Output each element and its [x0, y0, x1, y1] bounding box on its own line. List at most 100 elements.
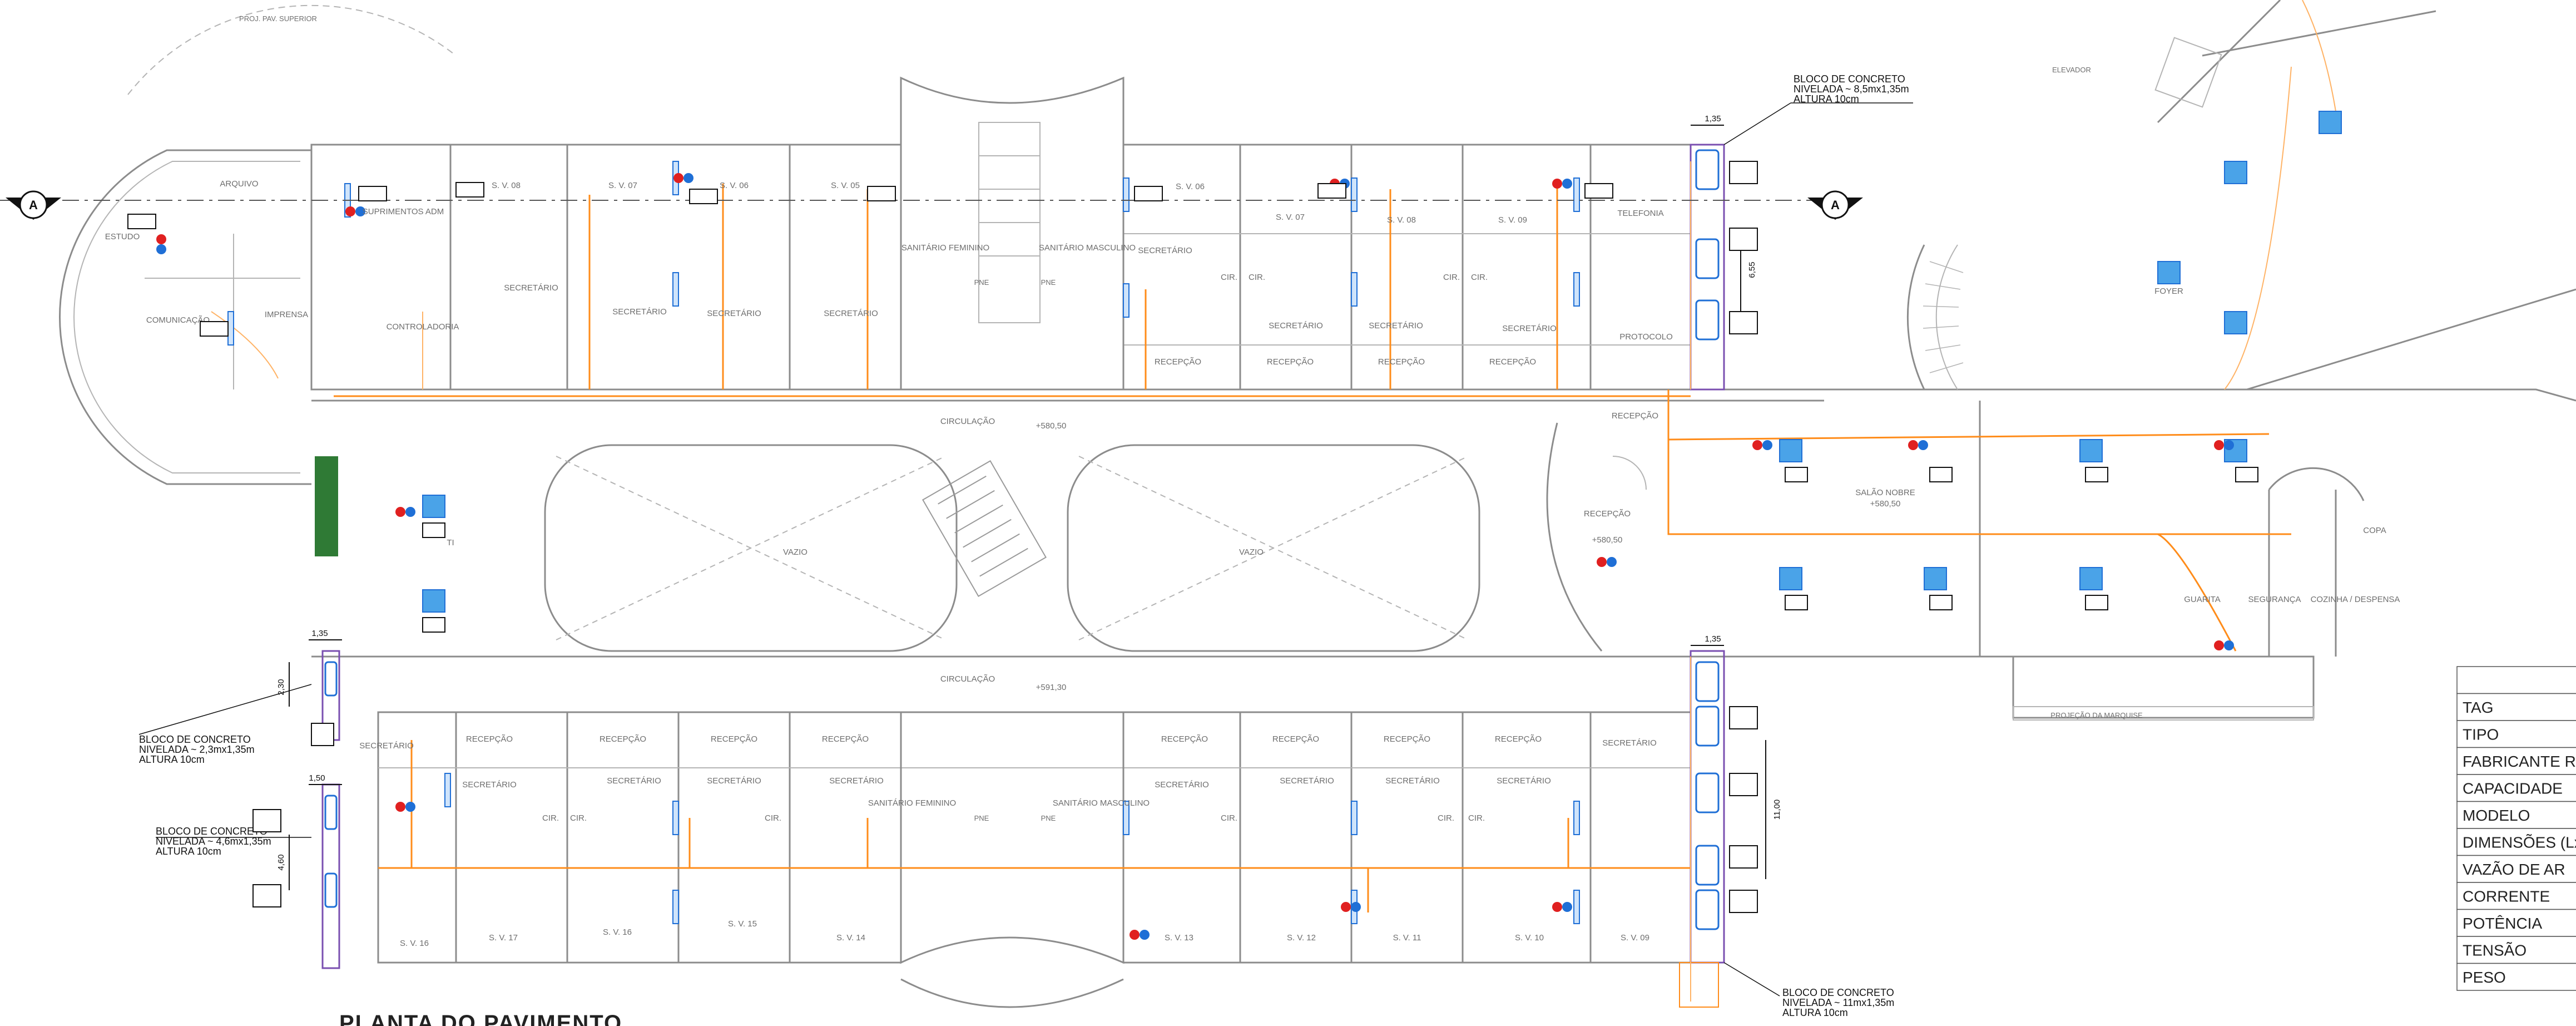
svg-text:BLOCO DE CONCRETO: BLOCO DE CONCRETO: [139, 734, 251, 745]
svg-text:A: A: [29, 198, 38, 212]
room-recepcao-10: RECEPÇÃO: [822, 734, 869, 744]
room-secretario-11: SECRETÁRIO: [607, 776, 661, 786]
room-recepcao-5: RECEPÇÃO: [1612, 411, 1658, 421]
room-sv05-top: S. V. 05: [831, 181, 860, 190]
legend-row: [2456, 693, 2576, 721]
room-suprimentos: SUPRIMENTOS ADM: [363, 207, 444, 216]
svg-text:BLOCO DE CONCRETO: BLOCO DE CONCRETO: [1794, 73, 1905, 85]
label-vazio-right: VAZIO: [1239, 547, 1264, 557]
room-secretario-6: SECRETÁRIO: [1269, 321, 1323, 331]
level-markers: +580,50 +591,30 +580,50 +580,50: [1036, 421, 1901, 692]
legend-row-label: MODELO: [2463, 807, 2530, 824]
legend-row-label: TIPO: [2463, 726, 2499, 743]
svg-text:ALTURA 10cm: ALTURA 10cm: [1782, 1007, 1848, 1018]
refrigerant-piping: [211, 0, 2336, 1002]
left-rounded-wing: [58, 4, 457, 485]
room-secretario-16: SECRETÁRIO: [1280, 776, 1334, 786]
room-secretario-10: SECRETÁRIO: [462, 780, 517, 790]
room-cir-8: CIR.: [1221, 813, 1237, 823]
svg-text:BLOCO DE CONCRETO: BLOCO DE CONCRETO: [1782, 987, 1894, 998]
room-recepcao-1: RECEPÇÃO: [1155, 357, 1201, 367]
room-cir-10: CIR.: [1468, 813, 1485, 823]
room-sv11: S. V. 11: [1393, 933, 1421, 943]
room-sv14: S. V. 14: [836, 933, 865, 943]
room-secretario-3: SECRETÁRIO: [707, 309, 761, 318]
dim-655: 6,55: [1747, 262, 1757, 278]
room-guarita: GUARITA: [2184, 595, 2221, 604]
dim-460: 4,60: [276, 854, 286, 870]
room-sanitario-fem: SANITÁRIO FEMININO: [901, 243, 989, 253]
room-recepcao-7: RECEPÇÃO: [466, 734, 513, 744]
equipment-symbols: [156, 111, 2342, 940]
room-sv17: S. V. 17: [489, 933, 518, 943]
room-protocolo: PROTOCOLO: [1619, 332, 1673, 342]
label-pne-2: PNE: [1041, 278, 1056, 287]
level-bottom: +591,30: [1036, 683, 1067, 692]
room-elevador: ELEVADOR: [2052, 66, 2091, 74]
room-arquivo: ARQUIVO: [220, 179, 258, 189]
room-sv09-right: S. V. 09: [1498, 215, 1527, 225]
room-copa: COPA: [2363, 526, 2386, 535]
room-sv10: S. V. 10: [1515, 933, 1544, 943]
legend-row-label: CAPACIDADE: [2463, 780, 2563, 797]
dim-150: 1,50: [309, 773, 325, 783]
room-controladoria: CONTROLADORIA: [387, 322, 459, 332]
upper-office-band: [310, 76, 1692, 391]
room-recepcao-13: RECEPÇÃO: [1384, 734, 1430, 744]
note-block-left-upper: BLOCO DE CONCRETO NIVELADA ~ 2,3mx1,35m …: [138, 684, 312, 765]
room-recepcao-14: RECEPÇÃO: [1495, 734, 1542, 744]
landscape-strip: [315, 456, 338, 556]
legend-row: [2456, 747, 2576, 775]
room-recepcao-2: RECEPÇÃO: [1267, 357, 1314, 367]
room-cir-7: CIR.: [765, 813, 781, 823]
section-markers: A A: [0, 190, 1863, 220]
room-sv15: S. V. 15: [728, 919, 757, 929]
dim-1100: 11,00: [1772, 800, 1782, 820]
room-secretario-9: SECRETÁRIO: [359, 741, 414, 751]
room-secretario-12: SECRETÁRIO: [707, 776, 761, 786]
room-recepcao-4: RECEPÇÃO: [1489, 357, 1536, 367]
legend-row: [2456, 963, 2576, 991]
legend-row: [2456, 774, 2576, 802]
label-circulacao-top: CIRCULAÇÃO: [940, 417, 995, 426]
note-block-top-right: BLOCO DE CONCRETO NIVELADA ~ 8,5mx1,35m …: [1723, 73, 1913, 145]
condenser-blocks: [321, 144, 1725, 1008]
room-sv07-right: S. V. 07: [1276, 213, 1305, 222]
room-recepcao-6: RECEPÇÃO: [1584, 509, 1631, 519]
room-telefonia: TELEFONIA: [1617, 209, 1663, 218]
svg-text:ALTURA 10cm: ALTURA 10cm: [156, 846, 221, 857]
room-ti: TI: [447, 538, 454, 547]
room-secretario-7: SECRETÁRIO: [1369, 321, 1423, 331]
svg-text:ALTURA 10cm: ALTURA 10cm: [1794, 93, 1859, 105]
room-recepcao-3: RECEPÇÃO: [1378, 357, 1425, 367]
dim-135-left: 1,35: [311, 629, 328, 638]
room-salao-nobre: SALÃO NOBRE: [1855, 488, 1915, 497]
legend-row-label: TENSÃO: [2463, 942, 2527, 959]
legend-row-label: PESO: [2463, 969, 2506, 986]
drawing-title: PLANTA DO PAVIMENTO: [339, 1011, 622, 1026]
room-secretario-15: SECRETÁRIO: [1155, 780, 1209, 790]
label-pne-4: PNE: [1041, 814, 1056, 822]
room-sv07-top: S. V. 07: [608, 181, 637, 190]
legend-row: [2456, 936, 2576, 964]
room-secretario-18: SECRETÁRIO: [1497, 776, 1551, 786]
label-vazio-left: VAZIO: [783, 547, 808, 557]
legend-row-label: FABRICANTE REF: [2463, 753, 2576, 770]
legend-row: [2456, 720, 2576, 748]
note-block-left-lower: BLOCO DE CONCRETO NIVELADA ~ 4,6mx1,35m …: [156, 826, 311, 857]
label-proj-sup: PROJ. PAV. SUPERIOR: [239, 14, 317, 23]
room-labels: ARQUIVO ESTUDO COMUNICAÇÃO IMPRENSA SUPR…: [105, 14, 2400, 948]
room-cir-6: CIR.: [570, 813, 587, 823]
room-cir-5: CIR.: [542, 813, 559, 823]
room-sv09-bottom: S. V. 09: [1621, 933, 1649, 943]
legend-row-label: CORRENTE: [2463, 888, 2550, 905]
legend-row: [2456, 882, 2576, 910]
svg-text:NIVELADA ~ 4,6mx1,35m: NIVELADA ~ 4,6mx1,35m: [156, 836, 271, 847]
legend-row-label: POTÊNCIA: [2463, 915, 2542, 932]
label-circulacao-bottom: CIRCULAÇÃO: [940, 674, 995, 684]
legend-row-label: VAZÃO DE AR: [2463, 861, 2565, 878]
room-sanitario-fem-2: SANITÁRIO FEMININO: [868, 798, 956, 808]
room-imprensa: IMPRENSA: [265, 310, 308, 319]
